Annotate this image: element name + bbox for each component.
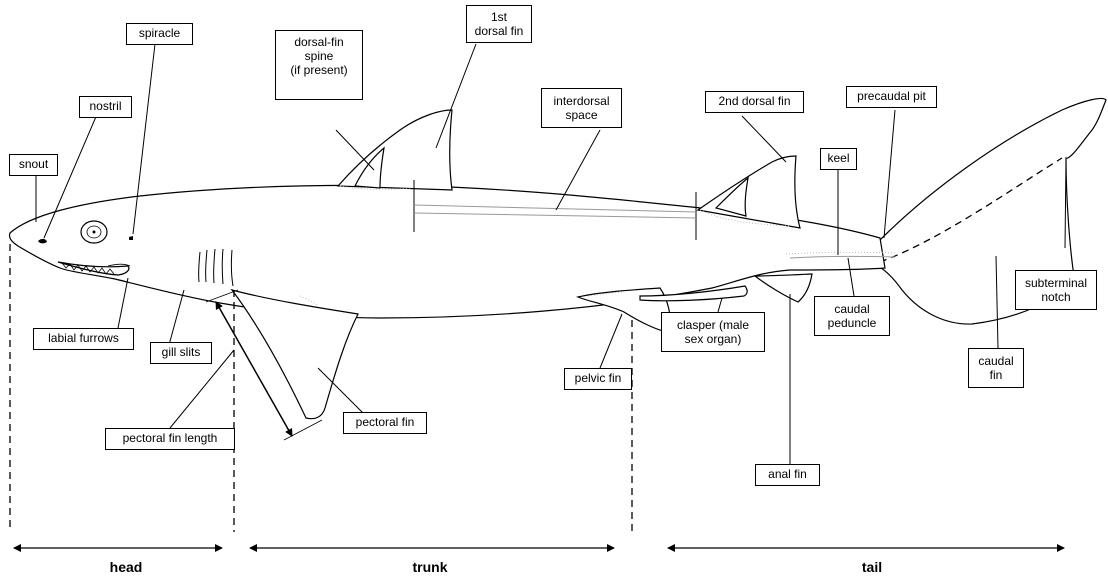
label-keel: keel: [820, 148, 857, 170]
label-pectoral-fin: pectoral fin: [343, 412, 427, 434]
region-tail: tail: [842, 559, 902, 575]
label-precaudal-pit: precaudal pit: [846, 86, 937, 108]
label-caudal-fin: caudal fin: [968, 348, 1024, 388]
anal-fin-shape: [755, 274, 812, 302]
region-trunk: trunk: [400, 559, 460, 575]
label-clasper: clasper (male sex organ): [661, 312, 765, 352]
label-subterminal-notch: subterminal notch: [1015, 270, 1097, 310]
pelvic-fin-shape: [578, 288, 671, 332]
label-nostril: nostril: [79, 96, 132, 118]
label-labial-furrows: labial furrows: [33, 328, 134, 350]
label-spiracle: spiracle: [126, 23, 193, 45]
label-interdorsal-space: interdorsal space: [541, 88, 622, 128]
label-snout: snout: [9, 154, 58, 176]
label-second-dorsal-fin: 2nd dorsal fin: [705, 91, 804, 113]
label-first-dorsal-fin: 1st dorsal fin: [466, 5, 532, 43]
label-pectoral-fin-length: pectoral fin length: [105, 428, 235, 450]
label-pelvic-fin: pelvic fin: [564, 368, 632, 390]
label-anal-fin: anal fin: [755, 464, 820, 486]
label-caudal-peduncle: caudal peduncle: [814, 296, 890, 336]
label-dorsal-fin-spine: dorsal-fin spine (if present): [275, 30, 363, 100]
region-head: head: [96, 559, 156, 575]
pectoral-fin-length-tick-bottom: [284, 420, 322, 440]
label-gill-slits: gill slits: [150, 342, 212, 364]
eye-dot: [93, 231, 96, 234]
